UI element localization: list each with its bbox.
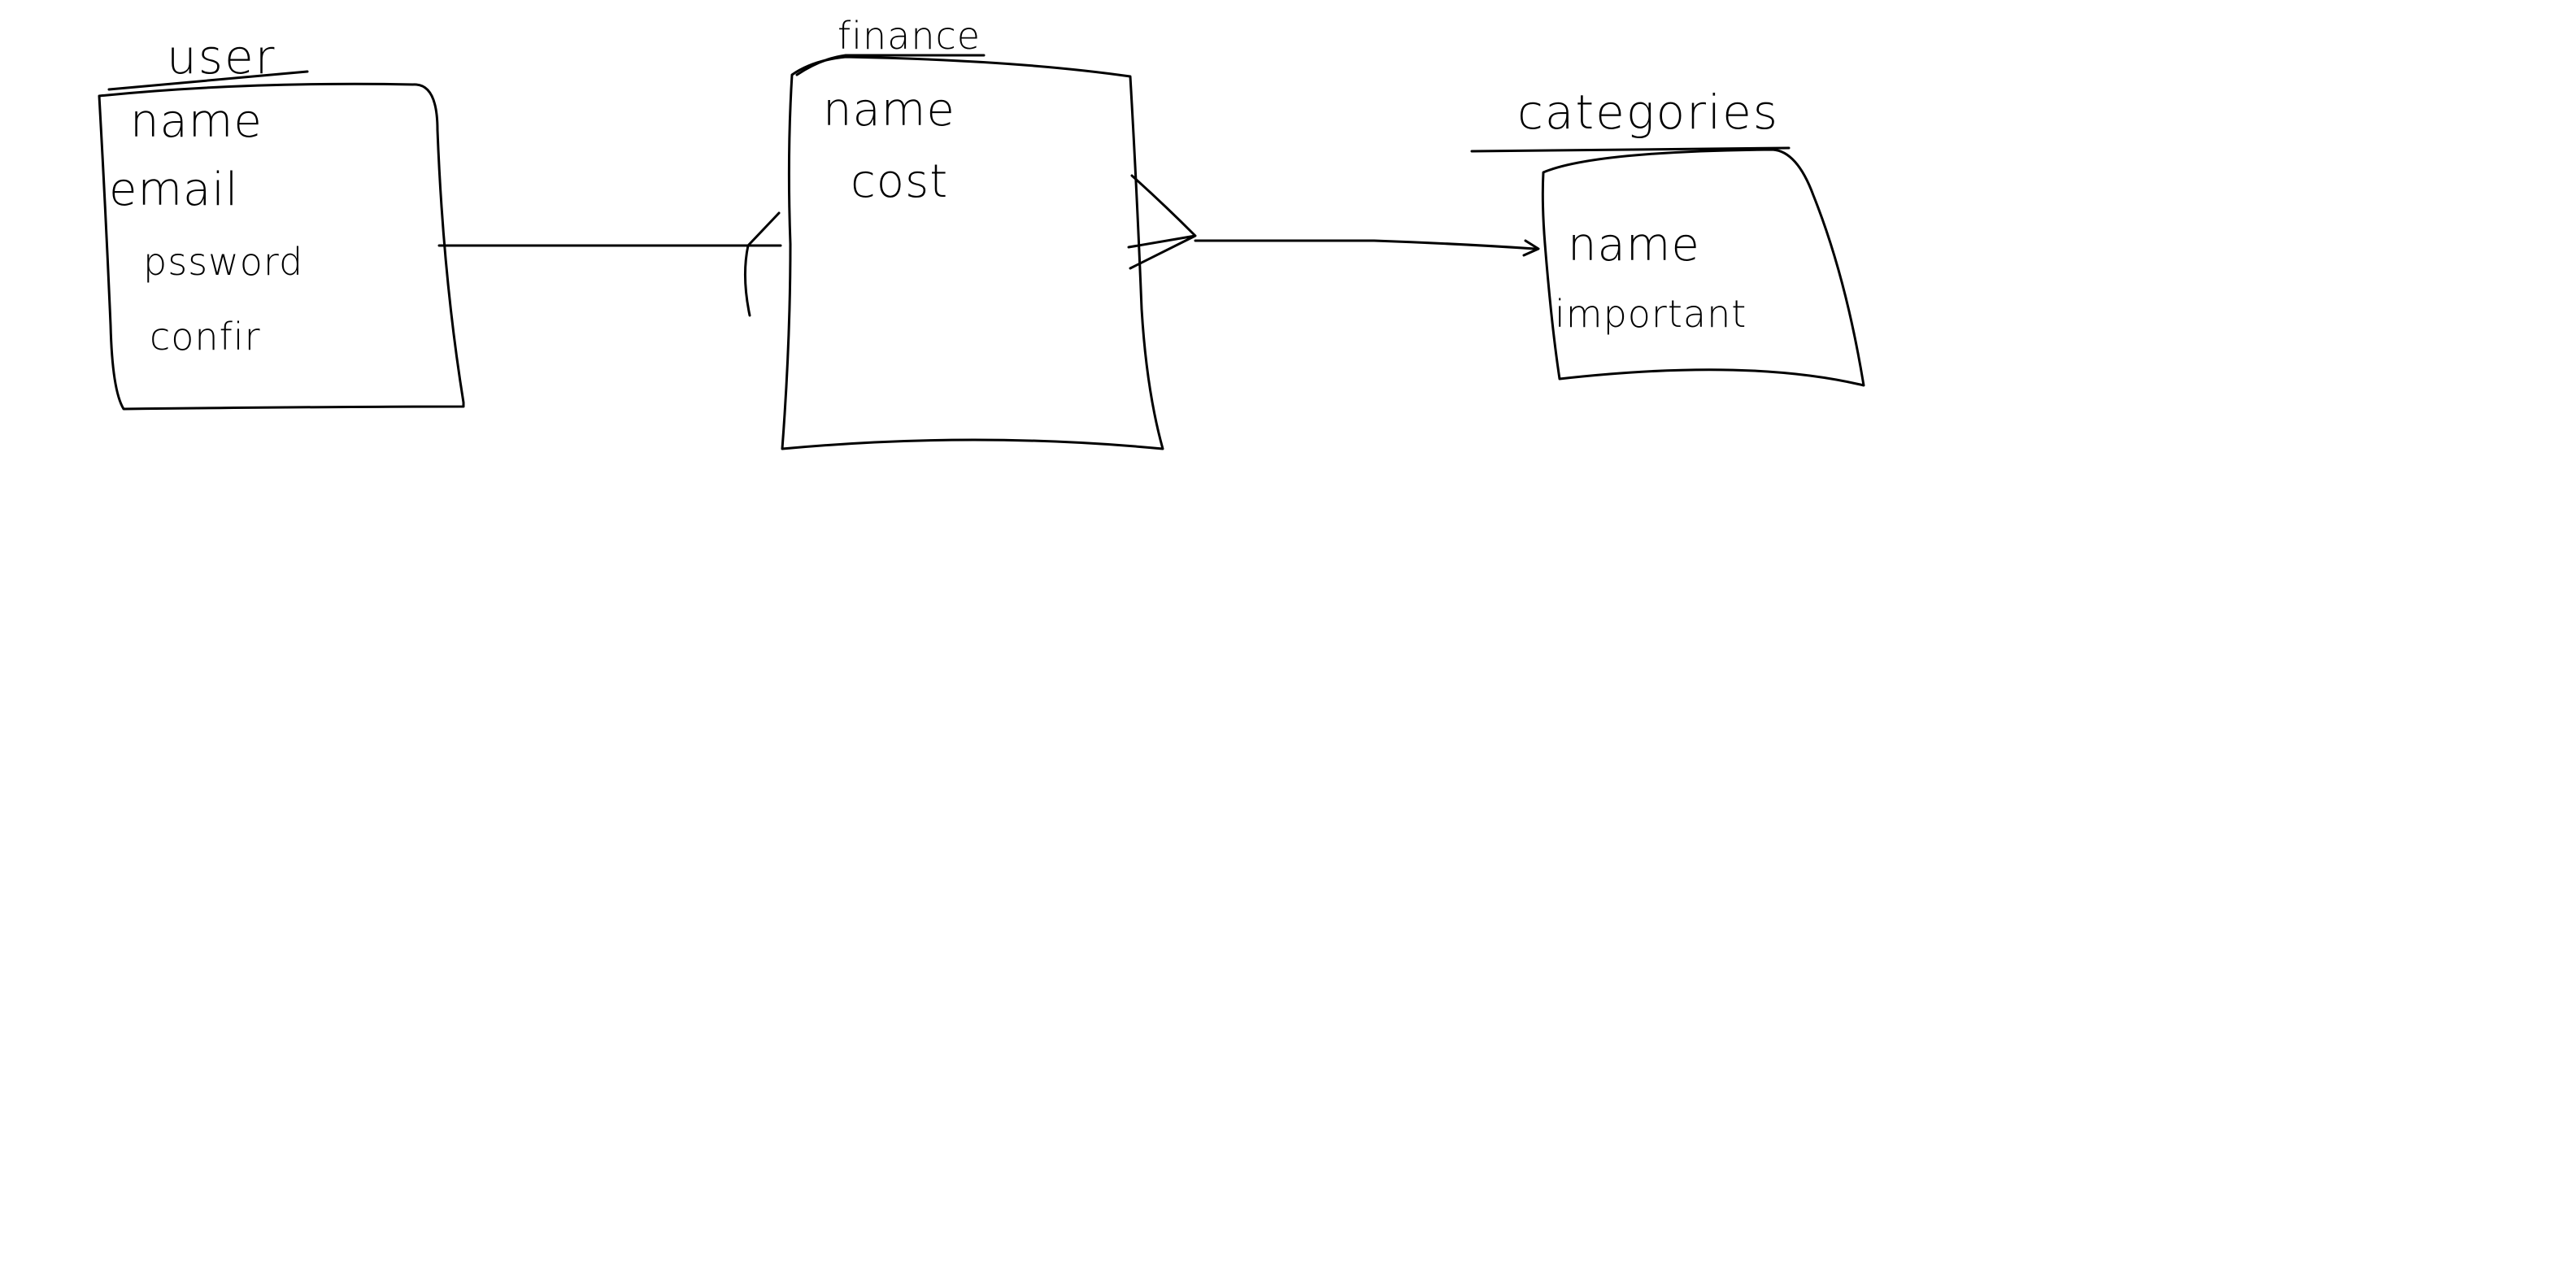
user-title: user	[167, 29, 276, 85]
categories-title-underline	[1470, 146, 1791, 153]
finance-box	[781, 55, 1164, 450]
user-field-name: name	[130, 95, 263, 148]
entity-user: user name email pssword confir	[98, 29, 465, 411]
entity-categories: categories name important	[1470, 85, 1865, 387]
categories-field-important: important	[1555, 292, 1747, 336]
finance-categories-connector	[1194, 239, 1537, 250]
finance-categories-crowfoot-icon	[1127, 174, 1197, 270]
finance-field-name: name	[823, 84, 955, 137]
finance-categories-arrowhead-icon	[1522, 239, 1540, 257]
finance-field-cost: cost	[851, 155, 948, 208]
finance-title: finance	[838, 14, 981, 58]
user-finance-crowfoot-icon	[743, 211, 781, 317]
categories-box	[1541, 148, 1865, 387]
user-field-password: pssword	[143, 240, 303, 284]
user-title-underline	[107, 70, 309, 91]
user-field-confirm: confir	[150, 315, 260, 359]
categories-field-name: name	[1568, 219, 1700, 272]
relationship-finance-categories	[1127, 174, 1540, 270]
relationship-user-finance	[437, 211, 782, 317]
user-field-email: email	[109, 163, 238, 216]
categories-title: categories	[1517, 85, 1779, 140]
user-box	[98, 82, 465, 411]
entity-finance: finance name cost	[781, 14, 1164, 450]
